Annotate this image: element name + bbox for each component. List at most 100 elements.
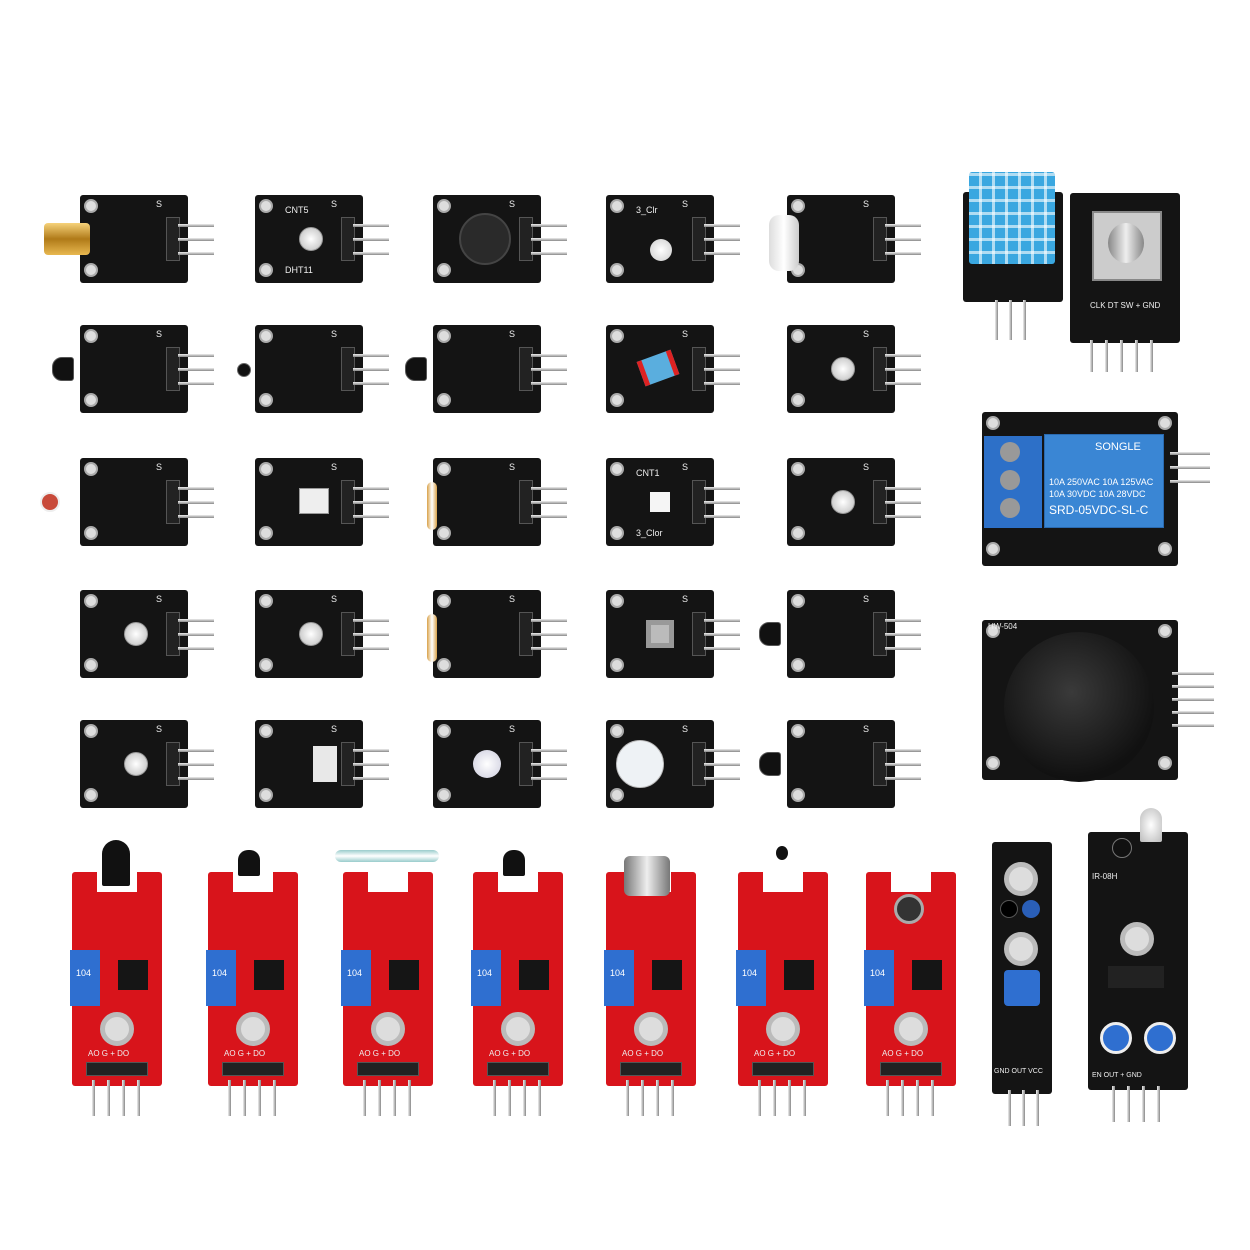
header-pin	[107, 1080, 110, 1116]
mounting-hole	[84, 393, 98, 407]
header-pin	[704, 224, 740, 227]
mounting-hole	[437, 658, 451, 672]
silkscreen-s: S	[155, 199, 162, 209]
mounting-hole	[259, 658, 273, 672]
header-pin	[886, 1080, 889, 1116]
header-pin	[353, 487, 389, 490]
mounting-hole	[437, 263, 451, 277]
header-pin	[1135, 340, 1138, 372]
header-pin	[931, 1080, 934, 1116]
mounting-hole	[634, 1012, 668, 1046]
silkscreen-s: S	[330, 462, 337, 472]
mounting-hole	[986, 624, 1000, 638]
header-pin	[1170, 452, 1210, 455]
module-label: 3_Clr	[636, 205, 658, 215]
header-pin	[92, 1080, 95, 1116]
mounting-hole	[84, 658, 98, 672]
mounting-hole	[791, 199, 805, 213]
obstacle-label: IR-08H	[1092, 872, 1118, 881]
silkscreen-s: S	[330, 724, 337, 734]
sensor-module: S 3_Clr	[606, 195, 714, 283]
mounting-hole	[610, 393, 624, 407]
mounting-hole	[610, 199, 624, 213]
sensor-module: S	[255, 720, 363, 808]
header-pin	[178, 487, 214, 490]
sensor-module: S	[433, 195, 541, 283]
silkscreen-s: S	[681, 199, 688, 209]
silkscreen-s: S	[508, 462, 515, 472]
black-transistor	[759, 622, 781, 646]
mounting-hole	[259, 724, 273, 738]
mounting-hole	[437, 329, 451, 343]
header-pin	[1022, 1090, 1025, 1126]
joystick-label: HW-504	[988, 622, 1018, 631]
potentiometer-value: 104	[212, 968, 228, 978]
silkscreen-s: S	[508, 594, 515, 604]
mounting-hole	[1004, 932, 1038, 966]
blue-tilt-switch	[636, 349, 680, 387]
sensor-module: S	[255, 458, 363, 546]
header-pin	[885, 515, 921, 518]
silkscreen-s: S	[330, 199, 337, 209]
header-pin	[803, 1080, 806, 1116]
header-pin	[531, 487, 567, 490]
header-pin	[353, 252, 389, 255]
clear-led	[299, 622, 323, 646]
mounting-hole	[259, 263, 273, 277]
mounting-hole	[791, 658, 805, 672]
ir-receiver	[299, 488, 329, 514]
header-pin	[353, 382, 389, 385]
header-pin	[273, 1080, 276, 1116]
thermistor	[776, 846, 788, 860]
header-pin	[178, 515, 214, 518]
header-pin	[178, 354, 214, 357]
silkscreen-s: S	[508, 199, 515, 209]
header-pin	[178, 749, 214, 752]
mounting-hole	[236, 1012, 270, 1046]
red-module-pin-labels: AO G + DO	[359, 1049, 401, 1058]
header-pin	[885, 647, 921, 650]
header-pin	[531, 224, 567, 227]
sensor-module: S	[255, 590, 363, 678]
potentiometer: 104	[341, 950, 371, 1006]
mounting-hole	[610, 594, 624, 608]
potentiometer: 104	[206, 950, 236, 1006]
header-pin	[885, 619, 921, 622]
silkscreen-s: S	[681, 329, 688, 339]
comparator-chip	[118, 960, 148, 990]
sensor-module: S	[759, 720, 895, 808]
comparator-chip	[912, 960, 942, 990]
thermistor	[237, 363, 251, 377]
header-pin	[363, 1080, 366, 1116]
mounting-hole	[610, 462, 624, 476]
header-pin	[1172, 698, 1214, 701]
header-pin	[788, 1080, 791, 1116]
header-pin	[531, 763, 567, 766]
header-pin	[704, 515, 740, 518]
silkscreen-s: S	[862, 462, 869, 472]
mounting-hole	[1158, 756, 1172, 770]
potentiometer: 104	[736, 950, 766, 1006]
header-pin	[353, 749, 389, 752]
header-pin	[704, 763, 740, 766]
mounting-hole	[100, 1012, 134, 1046]
pin-header	[86, 1062, 148, 1076]
chip	[1108, 966, 1164, 988]
header-pin	[178, 368, 214, 371]
header-pin	[353, 354, 389, 357]
mounting-hole	[1158, 624, 1172, 638]
header-pin	[178, 224, 214, 227]
header-pin	[531, 515, 567, 518]
encoder-shaft	[1108, 223, 1144, 263]
mounting-hole	[259, 788, 273, 802]
header-pin	[1157, 1086, 1160, 1122]
header-pin	[493, 1080, 496, 1116]
joystick-module: HW-504	[982, 620, 1178, 782]
clear-led	[831, 357, 855, 381]
sensor-module: S	[759, 590, 895, 678]
header-pin	[353, 224, 389, 227]
red-module-pin-labels: AO G + DO	[88, 1049, 130, 1058]
